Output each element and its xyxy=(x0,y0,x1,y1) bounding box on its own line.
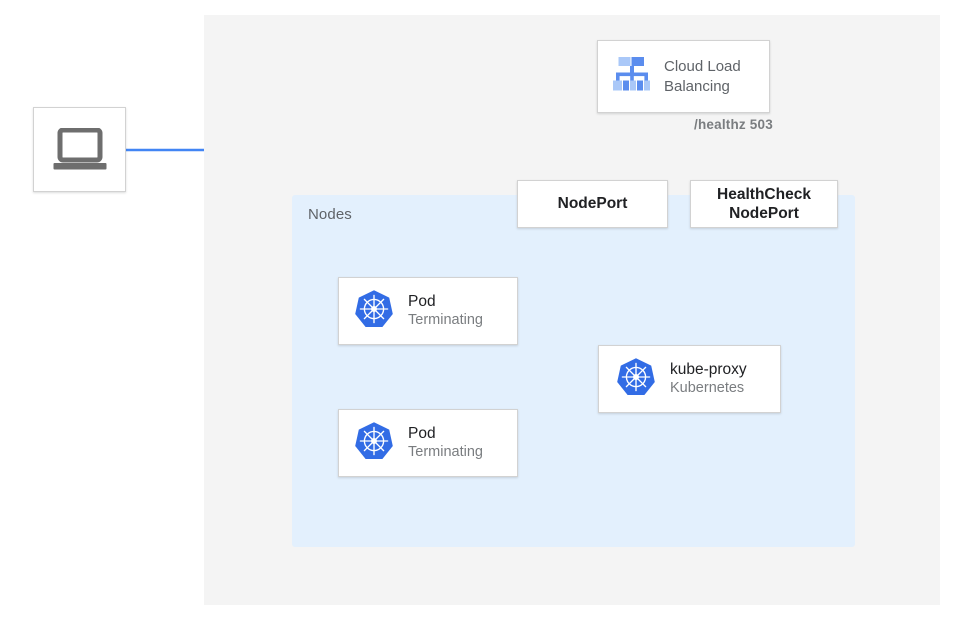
pod-node-1[interactable] xyxy=(338,277,518,345)
clb-label-line-1: Cloud Load xyxy=(664,57,741,75)
kube-proxy-title: kube-proxy xyxy=(670,360,747,378)
healthcheck-nodeport-node[interactable]: HealthCheck NodePort xyxy=(690,180,838,228)
pod-node-1-content: Pod Terminating xyxy=(338,277,518,345)
pod-node-2-subtitle: Terminating xyxy=(408,444,483,461)
pod-node-2-content: Pod Terminating xyxy=(338,409,518,477)
pod-node-1-subtitle: Terminating xyxy=(408,312,483,329)
pod-node-2-labels: Pod Terminating xyxy=(408,424,483,463)
pod-node-1-labels: Pod Terminating xyxy=(408,292,483,331)
clb-label-line-2: Balancing xyxy=(664,77,730,95)
kubernetes-icon xyxy=(616,357,656,402)
healthcheck-nodeport-line-1: HealthCheck xyxy=(717,185,811,203)
nodeport-node[interactable]: NodePort xyxy=(517,180,668,228)
kube-proxy-subtitle: Kubernetes xyxy=(670,380,745,397)
cloud-load-balancing-node[interactable] xyxy=(597,40,770,113)
healthz-edge-label: /healthz 503 xyxy=(694,117,773,132)
kube-proxy-labels: kube-proxy Kubernetes xyxy=(670,360,747,399)
kube-proxy-content: kube-proxy Kubernetes xyxy=(598,345,781,413)
cloud-load-balancing-content: Cloud Load Balancing xyxy=(597,40,770,113)
laptop-icon xyxy=(33,107,126,192)
pod-node-1-title: Pod xyxy=(408,292,436,310)
kubernetes-icon xyxy=(354,289,394,334)
nodes-panel-label: Nodes xyxy=(308,206,352,223)
cloud-load-balancing-icon xyxy=(610,52,654,101)
healthcheck-nodeport-line-2: NodePort xyxy=(729,205,799,222)
pod-node-2-title: Pod xyxy=(408,424,436,442)
kubernetes-icon xyxy=(354,421,394,466)
client-node[interactable] xyxy=(33,107,126,192)
cloud-load-balancing-label: Cloud Load Balancing xyxy=(664,57,741,97)
